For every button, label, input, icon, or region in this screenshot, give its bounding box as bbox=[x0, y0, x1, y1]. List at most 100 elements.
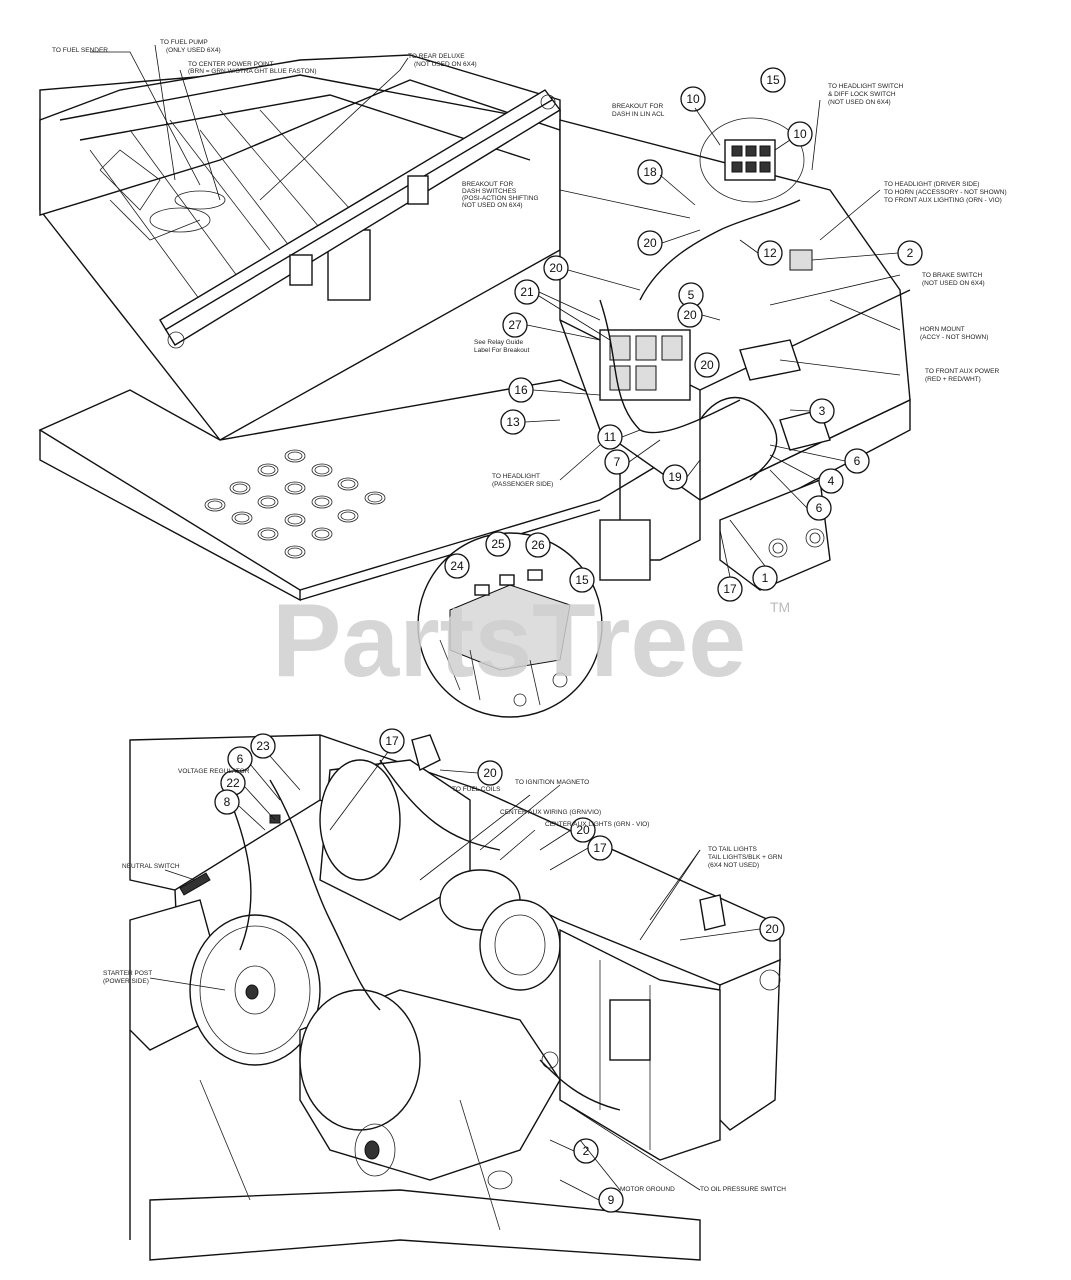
label-tail-lights-note1: TAIL LIGHTS/BLK + GRN bbox=[708, 854, 783, 861]
callout-20-c: 20 bbox=[677, 302, 703, 328]
svg-text:10: 10 bbox=[686, 92, 700, 106]
bottom-notes: VOLTAGE REGULATOR NEUTRAL SWITCH STARTER… bbox=[103, 768, 786, 1193]
callout-6-bottom: 6 bbox=[227, 746, 253, 772]
svg-text:20: 20 bbox=[700, 358, 714, 372]
top-leader-lines bbox=[90, 44, 901, 578]
label-fuel-pump: TO FUEL PUMP bbox=[160, 39, 208, 46]
svg-text:27: 27 bbox=[508, 318, 522, 332]
label-fuel-coils: TO FUEL COILS bbox=[452, 786, 501, 793]
label-horn-accessory: TO HORN (ACCESSORY - NOT SHOWN) bbox=[884, 189, 1007, 196]
label-rear-deluxe: TO REAR DELUXE bbox=[408, 53, 465, 60]
svg-text:24: 24 bbox=[450, 559, 464, 573]
callout-4: 4 bbox=[818, 468, 844, 494]
callout-6-top: 6 bbox=[844, 448, 870, 474]
label-rear-deluxe-note: (NOT USED ON 6X4) bbox=[414, 61, 477, 68]
svg-text:17: 17 bbox=[593, 841, 607, 855]
label-center-power-point-note: (BRN = GRN W/STRA GHT BLUE FASTON) bbox=[188, 68, 317, 75]
floorboard-holes bbox=[204, 449, 386, 559]
label-breakout-switches-note3: NOT USED ON 6X4) bbox=[462, 202, 523, 209]
callout-15-detail: 15 bbox=[569, 567, 595, 593]
callout-24: 24 bbox=[444, 553, 470, 579]
callout-23: 23 bbox=[250, 733, 276, 759]
svg-text:1: 1 bbox=[762, 571, 769, 585]
svg-text:2: 2 bbox=[583, 1144, 590, 1158]
callout-2-bottom: 2 bbox=[573, 1138, 599, 1164]
svg-text:9: 9 bbox=[608, 1193, 615, 1207]
label-brake-switch-note: (NOT USED ON 6X4) bbox=[922, 280, 985, 287]
callout-12: 12 bbox=[757, 240, 783, 266]
svg-text:23: 23 bbox=[256, 739, 270, 753]
svg-text:6: 6 bbox=[816, 501, 823, 515]
label-headlight-passenger-note: (PASSENGER SIDE) bbox=[492, 481, 553, 488]
callout-10-right: 10 bbox=[787, 121, 813, 147]
label-oil-pressure: TO OIL PRESSURE SWITCH bbox=[700, 1186, 786, 1193]
label-headlight-switch-note1: & DIFF LOCK SWITCH bbox=[828, 91, 896, 98]
label-magneto: TO IGNITION MAGNETO bbox=[515, 779, 589, 786]
svg-text:20: 20 bbox=[576, 823, 590, 837]
label-starter-post: STARTER POST bbox=[103, 970, 152, 977]
bottom-callouts: 17 23 6 20 22 8 20 17 20 2 9 bbox=[214, 728, 785, 1213]
chassis-frame-top bbox=[38, 54, 911, 602]
svg-text:6: 6 bbox=[237, 752, 244, 766]
callout-9: 9 bbox=[598, 1187, 624, 1213]
label-center-power-point: TO CENTER POWER POINT bbox=[188, 61, 273, 68]
callout-20-e: 20 bbox=[477, 760, 503, 786]
partstree-watermark: PartsTree TM bbox=[272, 583, 790, 699]
label-horn-mount-note: (ACCY - NOT SHOWN) bbox=[920, 334, 988, 341]
top-notes: TO FUEL SENDER TO FUEL PUMP (ONLY USED 6… bbox=[52, 39, 1007, 488]
svg-text:11: 11 bbox=[604, 430, 617, 444]
svg-text:2: 2 bbox=[907, 246, 914, 260]
callout-15-top: 15 bbox=[760, 67, 786, 93]
label-voltage-regulator: VOLTAGE REGULATOR bbox=[178, 768, 250, 775]
svg-text:20: 20 bbox=[643, 236, 657, 250]
label-headlight-switch-note2: (NOT USED ON 6X4) bbox=[828, 99, 891, 106]
callout-18: 18 bbox=[637, 159, 663, 185]
label-front-aux-power-note: (RED + RED/WHT) bbox=[925, 376, 981, 383]
callout-27: 27 bbox=[502, 312, 528, 338]
label-center-aux-lights: CENTER AUX LIGHTS (GRN - VIO) bbox=[545, 821, 649, 828]
svg-text:25: 25 bbox=[491, 537, 505, 551]
svg-text:PartsTree: PartsTree bbox=[272, 583, 746, 699]
svg-text:22: 22 bbox=[226, 776, 240, 790]
callout-11: 11 bbox=[597, 424, 623, 450]
label-breakout-switches: BREAKOUT FOR bbox=[462, 181, 513, 188]
svg-text:12: 12 bbox=[763, 246, 777, 260]
label-breakout-dash: BREAKOUT FOR bbox=[612, 103, 663, 110]
label-breakout-switches-note2: (POSI-ACTION SHIFTING bbox=[462, 195, 539, 202]
callout-6-mid: 6 bbox=[806, 495, 832, 521]
label-headlight-passenger: TO HEADLIGHT bbox=[492, 473, 540, 480]
svg-text:19: 19 bbox=[668, 470, 682, 484]
top-callouts: 15 10 10 18 20 12 2 20 5 21 20 27 20 16 … bbox=[444, 67, 923, 602]
label-starter-post-note: (POWER SIDE) bbox=[103, 978, 149, 985]
label-relay-guide-note: Label For Breakout bbox=[474, 347, 529, 354]
callout-22: 22 bbox=[220, 770, 246, 796]
label-breakout-dash-note: DASH IN LIN ACL bbox=[612, 111, 665, 118]
watermark-trademark: TM bbox=[770, 599, 790, 615]
label-horn-mount: HORN MOUNT bbox=[920, 326, 965, 333]
label-center-aux-wiring: CENTER AUX WIRING (GRN/VIO) bbox=[500, 809, 601, 816]
label-headlight-driver: TO HEADLIGHT (DRIVER SIDE) bbox=[884, 181, 979, 188]
chassis-frame-bottom bbox=[129, 734, 781, 1261]
svg-text:20: 20 bbox=[683, 308, 697, 322]
callout-8: 8 bbox=[214, 789, 240, 815]
callout-21: 21 bbox=[514, 279, 540, 305]
callout-1: 1 bbox=[752, 565, 778, 591]
callout-16: 16 bbox=[508, 377, 534, 403]
callout-26: 26 bbox=[525, 532, 551, 558]
top-assembly: 15 10 10 18 20 12 2 20 5 21 20 27 20 16 … bbox=[38, 39, 1007, 718]
callout-25: 25 bbox=[485, 531, 511, 557]
callout-19: 19 bbox=[662, 464, 688, 490]
label-motor-ground: MOTOR GROUND bbox=[620, 1186, 675, 1193]
svg-text:16: 16 bbox=[514, 383, 528, 397]
svg-text:7: 7 bbox=[614, 455, 621, 469]
label-front-aux: TO FRONT AUX LIGHTING (ORN - VIO) bbox=[884, 197, 1002, 204]
label-fuel-pump-note: (ONLY USED 6X4) bbox=[166, 47, 221, 54]
svg-text:17: 17 bbox=[723, 582, 737, 596]
label-tail-lights-note2: (6X4 NOT USED) bbox=[708, 862, 759, 869]
label-relay-guide: See Relay Guide bbox=[474, 339, 524, 346]
callout-20-a: 20 bbox=[637, 230, 663, 256]
svg-text:20: 20 bbox=[483, 766, 497, 780]
detail-view-circle bbox=[417, 532, 603, 718]
svg-text:20: 20 bbox=[765, 922, 779, 936]
